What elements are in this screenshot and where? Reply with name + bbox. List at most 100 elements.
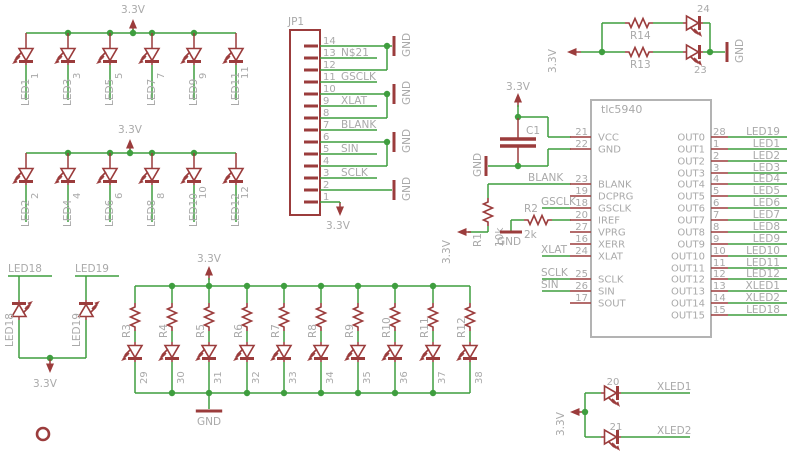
led-pin-number: 35	[362, 371, 373, 384]
pin-number: 8	[323, 108, 329, 119]
pin-number: 22	[575, 139, 588, 150]
ic-pin-name: SIN	[598, 287, 615, 298]
resistor-name: R8	[307, 324, 319, 338]
pin-number: 17	[575, 293, 588, 304]
led-pin-number: 6	[114, 193, 125, 199]
resistor-name: R7	[270, 324, 282, 338]
supply-label: 3.3V	[118, 124, 143, 136]
pin-number: 19	[575, 186, 588, 197]
net-label: LED11	[746, 257, 780, 269]
net-label: LED1	[753, 138, 780, 150]
pin-number: 10	[323, 84, 336, 95]
net-label: LED7	[753, 209, 780, 221]
pin-number: 9	[713, 234, 719, 245]
ic-pin-name: IREF	[598, 216, 620, 227]
ic-pin-name: GND	[598, 145, 621, 156]
jp1-pin-stubs	[304, 44, 318, 204]
pin-number: 23	[575, 174, 588, 185]
pin-number: 26	[575, 281, 588, 292]
net-label: LED18	[746, 304, 780, 316]
ic-left-stubs	[570, 136, 591, 304]
net-label: BLANK	[528, 172, 564, 184]
net-label: XLED2	[746, 292, 780, 304]
pin-number: 1	[713, 139, 719, 150]
pin-number: 15	[713, 305, 726, 316]
net-label: LED10	[188, 193, 200, 227]
connector-name: JP1	[287, 16, 304, 28]
led-pin-number: 20	[607, 377, 620, 388]
led-pin-number: 2	[30, 193, 41, 199]
resistor-name: R10	[381, 317, 393, 338]
gnd-label: GND	[472, 153, 484, 177]
ic-pin-name: VPRG	[598, 228, 626, 239]
led-branch: 7 LED7	[136, 33, 167, 106]
led-branch: 4 LED4	[52, 153, 83, 227]
net-label: LED6	[104, 199, 116, 227]
led-pin-number: 4	[72, 193, 83, 199]
net-label: N$21	[341, 47, 369, 59]
pin-number: 12	[713, 269, 726, 280]
component-name: LED19	[71, 313, 83, 347]
led-pin-number: 5	[114, 73, 125, 79]
led-pin-number: 23	[694, 65, 707, 76]
pin-number: 13	[713, 281, 726, 292]
ic-pin-name: OUT15	[671, 311, 705, 322]
res-led-branch: R8 34	[305, 286, 336, 393]
net-label: LED9	[753, 233, 780, 245]
res-led-branch: R9 35	[342, 286, 373, 393]
ic-pin-name: OUT0	[677, 133, 705, 144]
ic-body[interactable]	[590, 99, 712, 338]
res-led-branch: R7 33	[268, 286, 299, 393]
pin-number: 27	[575, 222, 588, 233]
resistor-name: R14	[630, 30, 651, 42]
led-branch: 9 LED9	[178, 33, 209, 106]
led-pin-number: 9	[198, 73, 209, 79]
net-label: LED12	[746, 268, 780, 280]
net-label: LED8	[753, 221, 780, 233]
capacitor-C1[interactable]	[500, 118, 536, 166]
led-row-1: 3.3V 1 LED1 3 LED3 5 LED5 7 LED7 9 LED9	[10, 4, 251, 106]
ic-pin-name: OUT10	[671, 252, 705, 263]
pin-number: 14	[323, 36, 336, 47]
led-pin-number: 29	[139, 371, 150, 384]
supply-label: 3.3V	[121, 4, 146, 16]
net-label: SCLK	[341, 167, 369, 179]
led-pin-number: 3	[72, 73, 83, 79]
ic-title: tlc5940	[601, 103, 642, 116]
net-label: LED5	[104, 79, 116, 106]
pin-number: 16	[575, 234, 588, 245]
ic-pin-name: OUT6	[677, 204, 705, 215]
supply-label: 3.3V	[326, 220, 351, 232]
pin-number: 4	[713, 174, 719, 185]
ic-pin-name: OUT8	[677, 228, 705, 239]
net-label: LED19	[746, 126, 780, 138]
net-label: LED5	[753, 185, 780, 197]
pin-number: 2	[323, 180, 329, 191]
pin-number: 21	[575, 127, 588, 138]
res-led-branch: R5 31	[193, 286, 224, 393]
net-label: LED10	[746, 245, 780, 257]
led-pin-number: 37	[437, 371, 448, 384]
net-label: XLAT	[541, 244, 568, 256]
gnd-label: GND	[401, 81, 413, 105]
hole-marker[interactable]	[35, 426, 51, 442]
pin-number: 20	[575, 210, 588, 221]
net-label: LED3	[753, 162, 780, 174]
supply-label: 3.3V	[197, 253, 222, 265]
led-branch: 11 LED11	[220, 33, 251, 106]
ic-pin-name: XLAT	[598, 252, 624, 263]
led-branch: 1 LED1	[10, 33, 41, 106]
ic-pin-name: OUT4	[677, 180, 705, 191]
ic-pin-name: OUT5	[677, 192, 705, 203]
ic-pin-name: SOUT	[598, 299, 627, 310]
component-name: LED18	[4, 313, 16, 347]
pin-number: 25	[575, 269, 588, 280]
pin-number: 7	[713, 210, 719, 221]
ic-pin-name: XERR	[598, 240, 625, 251]
net-label: LED2	[753, 150, 780, 162]
led-branch: 8 LED8	[136, 153, 167, 227]
ic-pin-name: DCPRG	[598, 192, 633, 203]
led-pin-number: 21	[610, 422, 623, 433]
jp1-body[interactable]	[289, 29, 321, 216]
led-pin-number: 10	[198, 186, 209, 199]
